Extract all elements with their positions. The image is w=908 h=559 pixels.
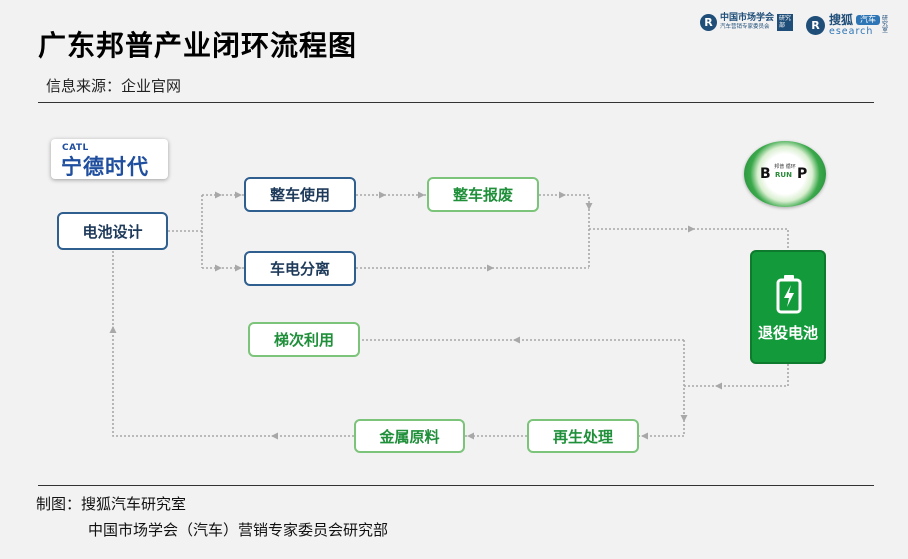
catl-logo-cn: 宁德时代 [61, 155, 149, 179]
source-note: 信息来源：企业官网 [46, 77, 182, 95]
node-recycling: 再生处理 [527, 419, 639, 453]
brunp-logo-b: B [760, 166, 771, 182]
cma-logo-tag: 研究部 [777, 14, 794, 32]
sohu-logo-side: 研究室 [882, 14, 889, 35]
page-title: 广东邦普产业闭环流程图 [38, 29, 358, 62]
footer-divider [38, 485, 874, 486]
node-battery-design: 电池设计 [57, 212, 168, 250]
brunp-logo: 邦普 循环 B RUN P [744, 141, 826, 207]
catl-logo-en: CATL [62, 143, 89, 153]
flow-mark [715, 382, 722, 390]
arrow-into-recycling [641, 432, 648, 440]
catl-logo: CATL 宁德时代 [51, 139, 168, 179]
retired-battery-label: 退役电池 [757, 324, 818, 342]
cma-logo-icon: R [700, 14, 717, 32]
node-vehicle-battery-separation: 车电分离 [244, 251, 356, 286]
flow-mark [688, 225, 695, 233]
arrow-into-scrap [418, 191, 425, 199]
arrow-into-vehicle-use [235, 191, 242, 199]
arrow-up-to-design [109, 326, 117, 333]
cma-logo: R 中国市场学会 汽车营销专家委员会 研究部 [700, 13, 794, 32]
node-vehicle-scrap: 整车报废 [427, 177, 539, 212]
cma-logo-line2: 汽车营销专家委员会 [720, 24, 770, 31]
flow-mark [585, 203, 593, 210]
sohu-logo-icon: R [806, 15, 825, 35]
battery-charging-icon [776, 275, 802, 314]
node-cascade-use: 梯次利用 [248, 322, 360, 357]
arrow-into-separation [235, 264, 242, 272]
flow-mark [680, 415, 688, 422]
sohu-logo-name: 搜狐 [829, 13, 854, 27]
node-vehicle-use: 整车使用 [244, 177, 356, 212]
flow-mark [271, 432, 278, 440]
flow-mark [215, 264, 222, 272]
flow-mark [379, 191, 386, 199]
flow-mark [487, 264, 494, 272]
flow-mark [513, 336, 520, 344]
flow-mark [559, 191, 566, 199]
brunp-logo-run: RUN [775, 171, 792, 179]
sohu-research-logo: R 搜狐 汽车 esearch 研究室 [806, 14, 890, 37]
node-metal-material: 金属原料 [354, 419, 465, 453]
cma-logo-line1: 中国市场学会 [720, 13, 775, 24]
connector-retired-down [684, 364, 789, 387]
sohu-logo-pill: 汽车 [856, 15, 881, 25]
arrow-into-metal [467, 432, 474, 440]
brunp-logo-p: P [797, 166, 808, 182]
connector-design-split [168, 195, 203, 268]
header-divider [38, 102, 874, 103]
sohu-logo-en: esearch [829, 26, 874, 37]
connector-scrap-out [539, 194, 590, 268]
node-retired-battery: 退役电池 [750, 250, 826, 364]
brunp-logo-cn: 邦普 循环 [774, 164, 796, 170]
connector-to-retired [589, 228, 789, 250]
flow-mark [215, 191, 222, 199]
footer-credit-org: 中国市场学会（汽车）营销专家委员会研究部 [88, 521, 389, 539]
footer-credit: 制图：搜狐汽车研究室 [36, 495, 187, 513]
